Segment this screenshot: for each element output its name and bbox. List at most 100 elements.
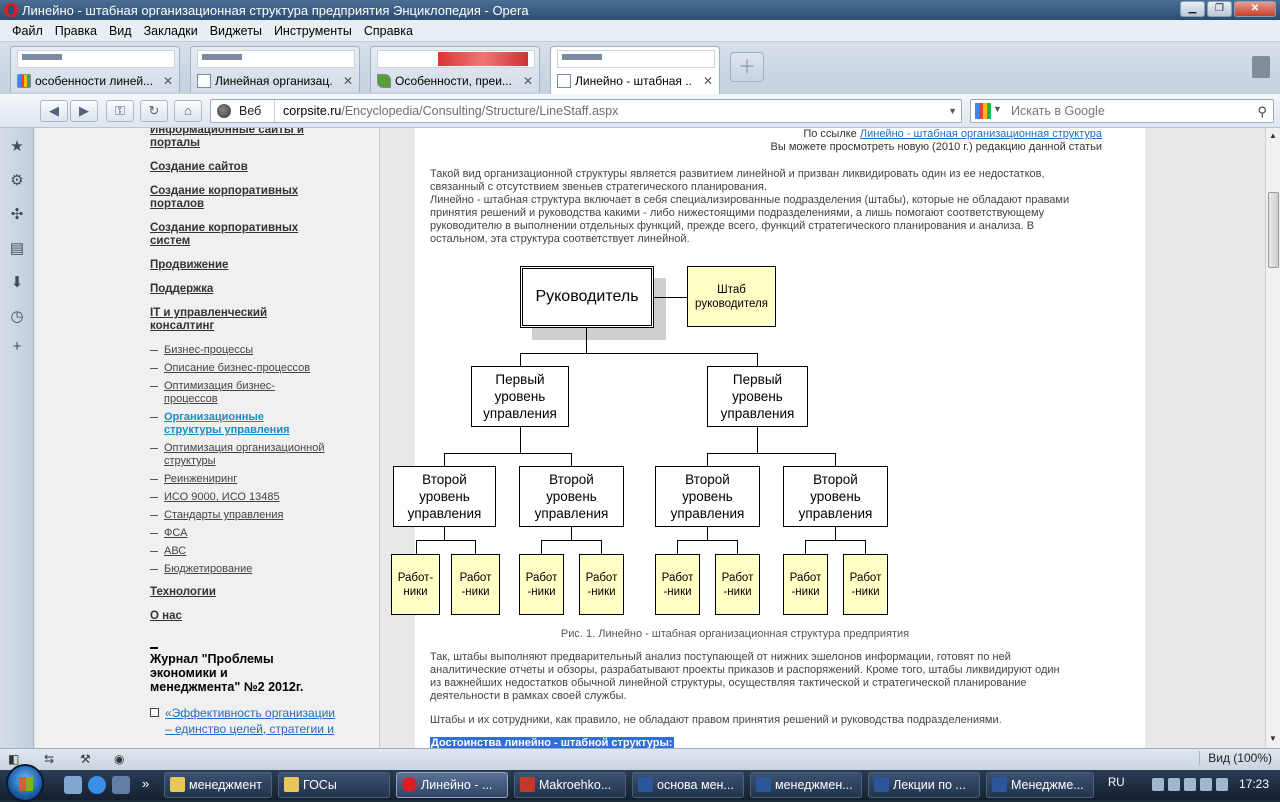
scroll-down-icon[interactable]: ▼ (1269, 734, 1277, 743)
taskbar-item[interactable]: Makroehko... (514, 772, 626, 798)
tab-1[interactable]: особенности линей... ✕ (10, 46, 180, 92)
taskbar-item[interactable]: ГОСы (278, 772, 390, 798)
taskbar-item[interactable]: основа мен... (632, 772, 744, 798)
quicklaunch-more-icon[interactable]: » (142, 776, 150, 791)
safely-remove-icon[interactable] (1200, 778, 1212, 791)
sub-budgeting[interactable]: Бюджетирование (164, 563, 253, 575)
home-button[interactable]: ⌂ (174, 100, 202, 122)
google-search-engine-icon[interactable] (975, 103, 991, 119)
taskbar-item[interactable]: Менеджме... (986, 772, 1094, 798)
sub-org-structures[interactable]: Организационные структуры управления (164, 411, 290, 436)
new-tab-button[interactable]: ＋ (730, 52, 764, 82)
nav-technologies[interactable]: Технологии (150, 586, 216, 598)
back-button[interactable]: ◀ (40, 100, 68, 122)
zoom-control[interactable]: Вид (100%) (1199, 751, 1272, 765)
sub-process-description[interactable]: Описание бизнес-процессов (164, 362, 311, 374)
unite-status-icon[interactable]: ◉ (114, 752, 125, 766)
nav-info-sites[interactable]: Информационные сайты и порталы (150, 128, 304, 149)
list-dash (150, 417, 158, 418)
opera-icon (402, 777, 417, 792)
volume-icon[interactable] (1216, 778, 1228, 791)
minimize-button[interactable]: ▁ (1180, 1, 1205, 17)
monitor-icon[interactable] (1184, 778, 1196, 791)
show-desktop-icon[interactable] (64, 776, 82, 794)
chevron-down-icon[interactable]: ▼ (948, 106, 957, 116)
history-icon[interactable]: ◷ (10, 308, 24, 325)
wand-key-button[interactable]: ⚿ (106, 100, 134, 122)
taskbar-item[interactable]: менеджмент (164, 772, 272, 798)
sub-reengineering[interactable]: Реинжениринг (164, 473, 238, 485)
nav-corporate-portals[interactable]: Создание корпоративных порталов (150, 185, 299, 210)
unite-icon[interactable]: ✣ (10, 206, 24, 223)
close-tab-icon[interactable]: ✕ (162, 74, 173, 88)
notes-icon[interactable]: ▤ (9, 240, 25, 257)
turbo-icon[interactable]: ⇆ (44, 752, 55, 766)
search-field[interactable]: ▼ Искать в Google ⚲ (970, 99, 1274, 123)
tab-3[interactable]: Особенности, преи... ✕ (370, 46, 540, 92)
menu-file[interactable]: Файл (12, 23, 43, 38)
add-panel-icon[interactable]: + (12, 338, 22, 355)
taskbar-item-active[interactable]: Линейно - ... (396, 772, 508, 798)
nav-create-sites[interactable]: Создание сайтов (150, 161, 248, 173)
sub-standards[interactable]: Стандарты управления (164, 509, 284, 521)
close-tab-icon[interactable]: ✕ (522, 74, 533, 88)
close-tab-icon[interactable]: ✕ (702, 74, 713, 88)
language-indicator[interactable]: RU (1108, 777, 1125, 789)
nav-corporate-systems[interactable]: Создание корпоративных систем (150, 222, 299, 247)
menu-widgets[interactable]: Виджеты (209, 23, 262, 38)
downloads-icon[interactable]: ⬇ (10, 274, 24, 291)
trash-icon[interactable] (1252, 56, 1270, 78)
scrollbar-thumb[interactable] (1268, 192, 1279, 268)
menu-edit[interactable]: Правка (54, 23, 97, 38)
nav-it-consulting[interactable]: IT и управленческий консалтинг (150, 307, 268, 332)
connector-line (571, 453, 572, 467)
sub-abc[interactable]: АВС (164, 545, 187, 557)
shield-icon[interactable] (1168, 778, 1180, 791)
sub-iso[interactable]: ИСО 9000, ИСО 13485 (164, 491, 280, 503)
start-button[interactable] (6, 764, 44, 802)
address-field[interactable]: Веб corpsite.ru/Encyclopedia/Consulting/… (210, 99, 962, 123)
internet-explorer-icon[interactable] (88, 776, 106, 794)
taskbar-item[interactable]: Лекции по ... (868, 772, 980, 798)
nav-support[interactable]: Поддержка (150, 283, 214, 295)
reload-button[interactable]: ↻ (140, 100, 168, 122)
chevron-down-icon[interactable]: ▼ (993, 104, 1002, 114)
list-dash (150, 533, 158, 534)
scroll-up-icon[interactable]: ▲ (1269, 131, 1277, 140)
sub-process-optimization[interactable]: Оптимизация бизнес-процессов (164, 380, 275, 405)
clock[interactable]: 17:23 (1239, 777, 1270, 791)
menu-help[interactable]: Справка (363, 23, 413, 38)
sub-fsa[interactable]: ФСА (164, 527, 188, 539)
ref-link[interactable]: Линейно - штабная организационная структ… (859, 128, 1102, 140)
widgets-icon[interactable]: ⚙ (10, 172, 24, 189)
switch-windows-icon[interactable] (112, 776, 130, 794)
list-dash (150, 479, 158, 480)
url-text[interactable]: corpsite.ru/Encyclopedia/Consulting/Stru… (283, 100, 618, 122)
vertical-scrollbar[interactable]: ▲ ▼ (1265, 128, 1280, 748)
close-tab-icon[interactable]: ✕ (342, 74, 353, 88)
sub-business-processes[interactable]: Бизнес-процессы (164, 344, 254, 356)
menu-view[interactable]: Вид (108, 23, 132, 38)
search-icon[interactable]: ⚲ (1257, 104, 1267, 119)
menu-bookmarks[interactable]: Закладки (143, 23, 198, 38)
tools-icon[interactable]: ⚒ (80, 752, 91, 766)
menu-tools[interactable]: Инструменты (273, 23, 352, 38)
level2-box-3: Второй уровень управления (655, 466, 760, 527)
forward-button[interactable]: ▶ (70, 100, 98, 122)
nav-about[interactable]: О нас (150, 610, 182, 622)
staff-box: Штаб руководителя (687, 266, 776, 327)
tab-label: Линейная организац... (215, 74, 333, 88)
tab-2[interactable]: Линейная организац... ✕ (190, 46, 360, 92)
network-icon[interactable] (1152, 778, 1164, 791)
sub-structure-optimization[interactable]: Оптимизация организационной структуры (164, 442, 325, 467)
panel-toggle-icon[interactable]: ◧ (8, 752, 20, 766)
close-window-button[interactable]: ✕ (1234, 1, 1276, 17)
taskbar-item[interactable]: менеджмен... (750, 772, 862, 798)
journal-article-link[interactable]: «Эффективность организации – единство це… (165, 706, 335, 736)
nav-promotion[interactable]: Продвижение (150, 259, 229, 271)
maximize-button[interactable]: ❐ (1207, 1, 1232, 17)
taskbar-label: менеджмен... (775, 778, 853, 792)
bookmarks-icon[interactable]: ★ (10, 138, 24, 155)
tab-4-active[interactable]: Линейно - штабная ... ✕ (550, 46, 720, 94)
